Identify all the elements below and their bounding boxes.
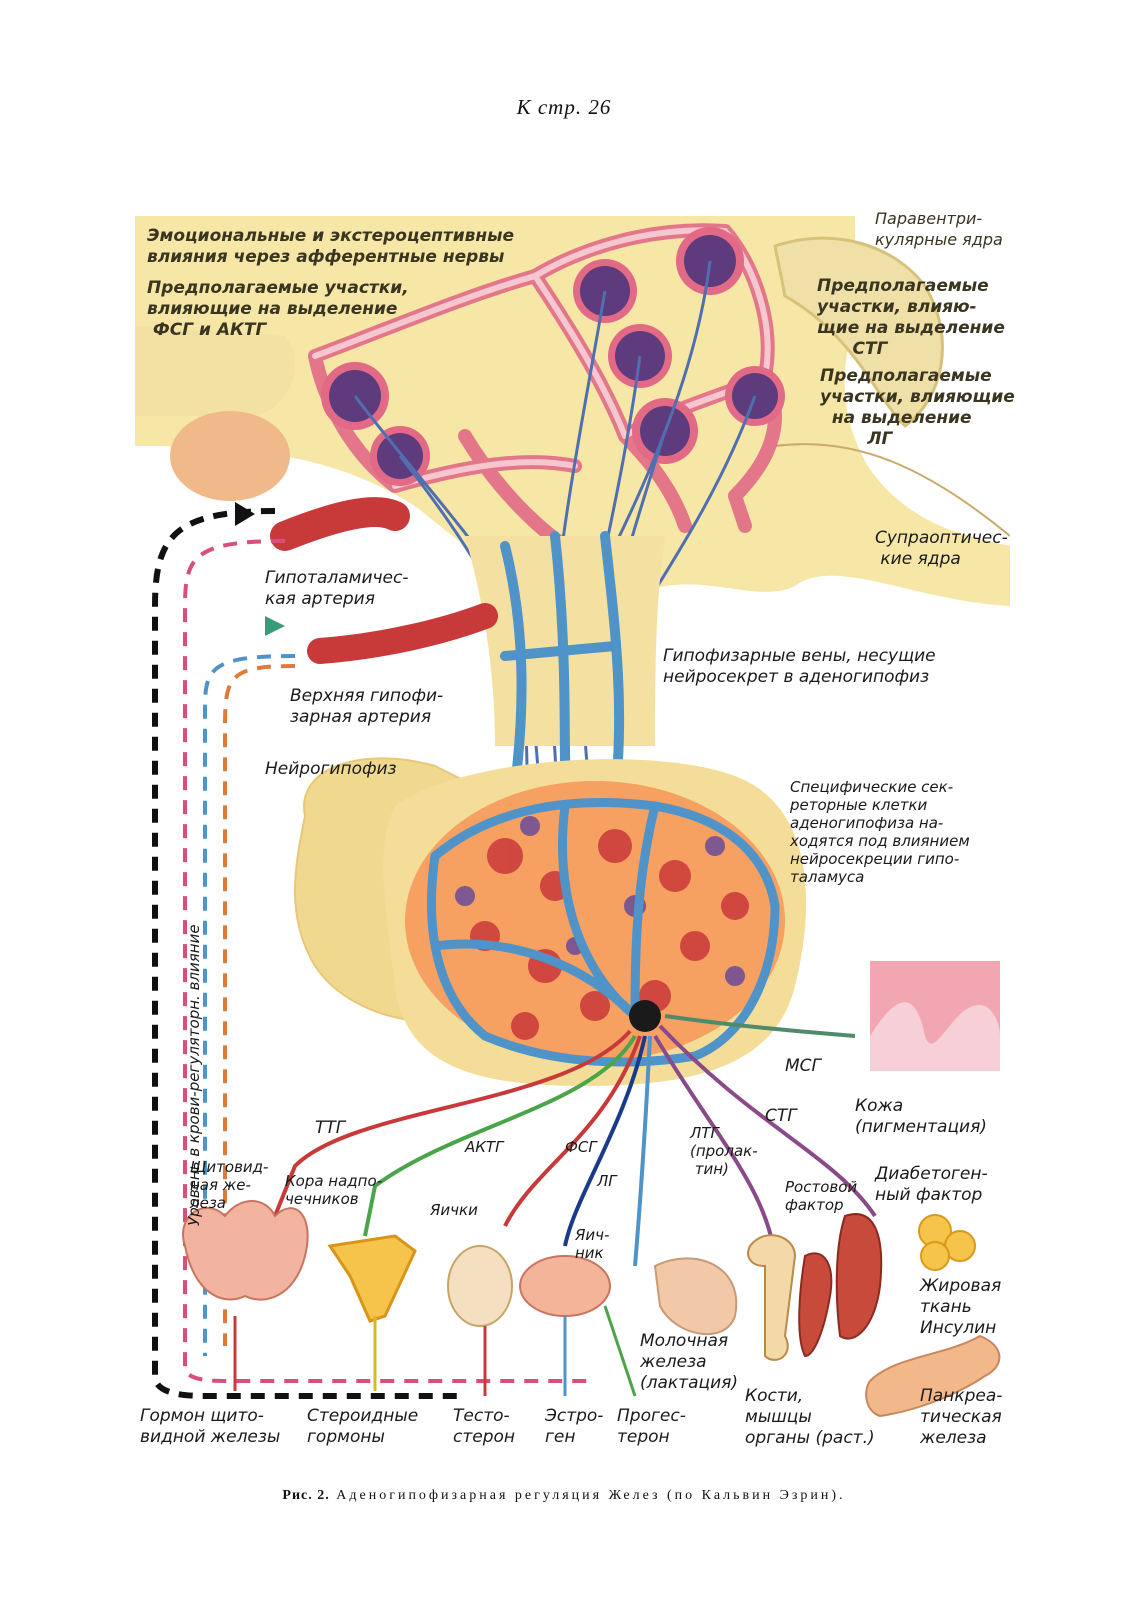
mammillary-body [170,411,290,501]
page-reference: К стр. 26 [516,95,612,119]
label-adrenal-cortex: Кора надпо- чечников [285,1172,383,1208]
hypophysis-diagram: Эмоциональные и экстероцептивные влияния… [135,206,1015,1476]
ventricle-fold [773,236,944,428]
label-steroid-hormones: Стероидные гормоны [307,1406,419,1447]
hypothalamus-tissue [135,216,1010,607]
label-paraventricular-nuclei: Паравентри- кулярные ядра [875,209,1003,249]
label-superior-artery: Верхняя гипофи- зарная артерия [290,686,444,727]
mammary-organ [653,1257,738,1335]
thyroid-organ [182,1200,309,1301]
caption-prefix: Рис. 2. [282,1488,330,1503]
adrenal-organ [327,1234,417,1323]
hypothalamic-artery [270,497,410,551]
muscle-organ [798,1252,833,1358]
testis-organ [447,1245,513,1327]
label-skin: Кожа (пигментация) [855,1096,987,1137]
label-assumed-fsg-aktg: Предполагаемые участки, влияющие на выде… [147,278,409,340]
bone-organ [747,1234,797,1361]
sinusoid-network [427,798,780,1067]
hormone-outlet [629,1000,661,1032]
label-stg: СТГ [765,1106,797,1126]
label-hypophyseal-veins: Гипофизарные вены, несущие нейросекрет в… [663,646,936,687]
label-ttg: ТТГ [315,1118,346,1138]
chiasm-curve [774,443,1010,537]
secretion-arrows [233,1305,637,1397]
adipose-cells [918,1214,976,1271]
feedback-loops [152,508,595,1399]
label-hypothalamic-artery: Гипоталамичес- кая артерия [265,568,409,609]
label-thyroid: Щитовид- ная же- леза [190,1158,269,1212]
caption-text: Аденогипофизарная регуляция Желез (по Ка… [329,1488,846,1503]
label-adipose-insulin: Жировая ткань Инсулин [920,1276,1002,1338]
pancreas-organ [865,1334,1001,1418]
hormone-pathways [273,1014,877,1267]
label-progesterone: Прогес- терон [617,1406,686,1447]
label-lg: ЛГ [597,1172,617,1190]
label-specific-secretory-cells: Специфические сек- реторные клетки адено… [790,778,970,886]
label-pancreas: Панкреа- тическая железа [920,1386,1003,1448]
superior-hypophyseal-artery [307,603,498,664]
label-supraoptic-nuclei: Супраоптичес- кие ядра [875,528,1008,569]
label-testosterone: Тесто- стерон [453,1406,516,1447]
label-emotional-influences: Эмоциональные и экстероцептивные влияния… [147,226,515,267]
label-testes: Яички [430,1201,478,1219]
label-aktg: АКТГ [465,1138,504,1156]
label-ltg-prolactin: ЛТГ (пролак- тин) [690,1124,758,1178]
skin-wave [870,1002,1000,1071]
label-neurohypophysis: Нейрогипофиз [265,759,397,779]
label-assumed-stg: Предполагаемые участки, влияю- щие на вы… [817,276,1005,359]
label-fsg: ФСГ [565,1138,597,1156]
feedback-arrow-top [235,502,255,526]
label-diabetogenic-factor: Диабетоген- ный фактор [875,1164,988,1205]
label-msg: МСГ [785,1056,822,1076]
label-growth-factor: Ростовой фактор [785,1178,858,1214]
label-mammary-gland: Молочная железа (лактация) [640,1331,738,1393]
label-bones-organs: Кости, мышцы органы (раст.) [745,1386,875,1448]
feedback-arrow-green [265,616,285,636]
label-assumed-lg: Предполагаемые участки, влияющие на выде… [820,366,1015,449]
label-estrogen: Эстро- ген [545,1406,604,1447]
secretory-cell-purple [455,816,745,986]
upper-left-tissue [135,326,295,416]
figure-caption: Рис. 2. Аденогипофизарная регуляция Желе… [0,1488,1128,1504]
label-thyroid-hormone: Гормон щито- видной железы [140,1406,281,1447]
label-ovaries: Яич- ник [575,1226,610,1262]
ovary-organ [519,1255,611,1317]
diagram-artwork [135,216,1010,1418]
muscle-organ-large [835,1213,883,1340]
